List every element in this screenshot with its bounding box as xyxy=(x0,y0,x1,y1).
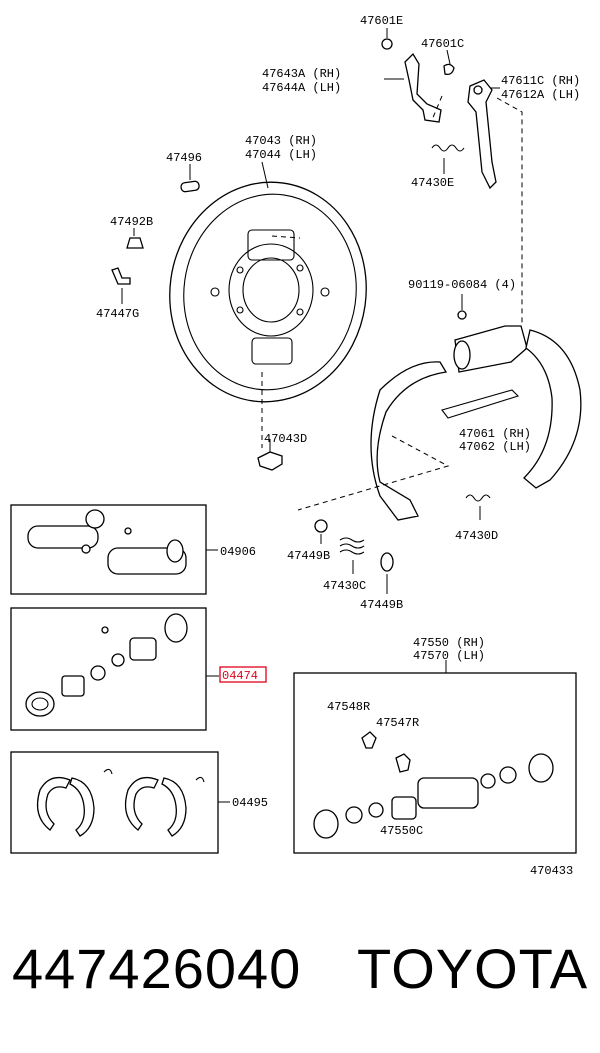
label-47044: 47044 (LH) xyxy=(245,148,317,162)
label-47062: 47062 (LH) xyxy=(459,440,531,454)
label-04495: 04495 xyxy=(232,796,268,810)
label-47570: 47570 (LH) xyxy=(413,649,485,663)
parking-brake-lever-assembly xyxy=(381,28,523,326)
hold-down-parts xyxy=(314,519,394,594)
label-470433: 470433 xyxy=(530,864,573,878)
label-47550C: 47550C xyxy=(380,824,423,838)
label-04906: 04906 xyxy=(220,545,256,559)
callout-labels: 47601E 47601C 47643A (RH) 47644A (LH) 47… xyxy=(96,14,580,878)
label-47547R: 47547R xyxy=(376,716,419,730)
label-47430E: 47430E xyxy=(411,176,454,190)
label-47601C: 47601C xyxy=(421,37,464,51)
label-47043: 47043 (RH) xyxy=(245,134,317,148)
highlight-box-04474 xyxy=(219,666,267,683)
label-47061: 47061 (RH) xyxy=(459,427,531,441)
label-47611C: 47611C (RH) xyxy=(501,74,580,88)
label-90119: 90119-06084 (4) xyxy=(408,278,516,292)
part-number: 447426040 xyxy=(12,937,302,1000)
label-04474: 04474 xyxy=(222,669,258,683)
label-47612A: 47612A (LH) xyxy=(501,88,580,102)
label-47449B-a: 47449B xyxy=(287,549,330,563)
backing-plate xyxy=(169,161,367,448)
label-47643A: 47643A (RH) xyxy=(262,67,341,81)
label-47496: 47496 xyxy=(166,151,202,165)
brand-name: TOYOTA xyxy=(357,937,589,1000)
brake-shoes-and-cylinder xyxy=(297,294,582,521)
label-47430C: 47430C xyxy=(323,579,366,593)
backing-plate-small-parts xyxy=(111,164,283,471)
label-47430D: 47430D xyxy=(455,529,498,543)
kit-box-04474 xyxy=(10,607,219,731)
label-47447G: 47447G xyxy=(96,307,139,321)
label-47043D: 47043D xyxy=(264,432,307,446)
brake-parts-diagram: 47601E 47601C 47643A (RH) 47644A (LH) 47… xyxy=(10,14,582,878)
label-47548R: 47548R xyxy=(327,700,370,714)
label-47550: 47550 (RH) xyxy=(413,636,485,650)
label-47449B-b: 47449B xyxy=(360,598,403,612)
wheel-cylinder-box-47550 xyxy=(293,660,577,854)
label-47492B: 47492B xyxy=(110,215,153,229)
part-footer: 447426040 TOYOTA xyxy=(0,930,600,1020)
kit-box-04906 xyxy=(10,504,218,595)
label-47601E: 47601E xyxy=(360,14,403,28)
kit-box-04495 xyxy=(10,751,230,854)
label-47644A: 47644A (LH) xyxy=(262,81,341,95)
